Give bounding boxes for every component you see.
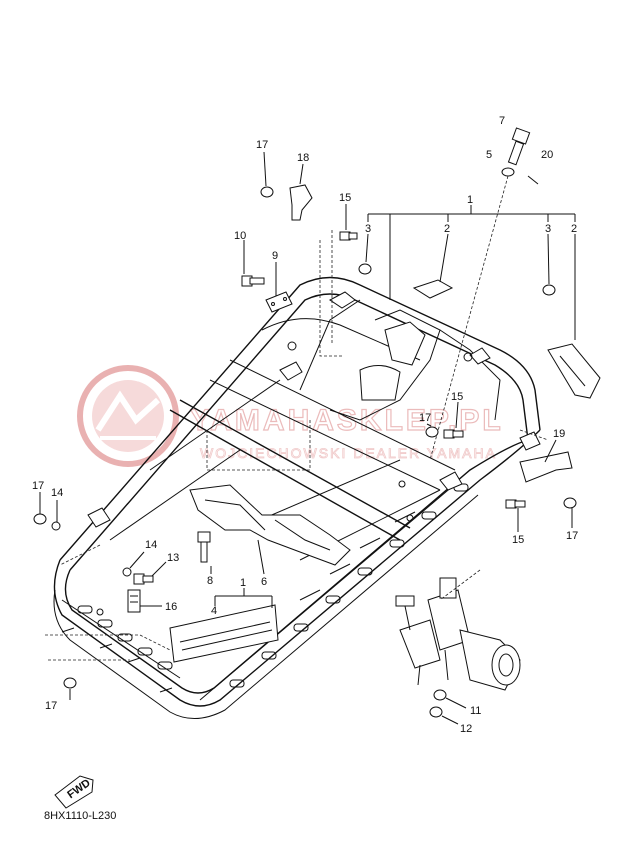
callout-4: 4 xyxy=(211,605,217,617)
part-2-pad-a xyxy=(412,279,454,299)
callout-1: 1 xyxy=(240,577,246,589)
callout-15: 15 xyxy=(451,391,463,403)
callout-17: 17 xyxy=(419,412,431,424)
part-8-bolt xyxy=(197,531,211,563)
callout-2: 2 xyxy=(444,223,450,235)
callout-labels: 1 2 2 3 3 5 7 20 17 18 15 10 9 17 15 19 … xyxy=(32,115,578,735)
part-12-nut xyxy=(429,706,443,718)
part-20-clip xyxy=(527,175,539,185)
callout-5: 5 xyxy=(486,149,492,161)
part-14-washer-b xyxy=(122,567,132,577)
frame-studs xyxy=(61,627,173,693)
part-17-nut-top xyxy=(260,186,274,198)
callout-17: 17 xyxy=(566,530,578,542)
callout-18: 18 xyxy=(297,152,309,164)
callout-3: 3 xyxy=(545,223,551,235)
dealer-watermark: YAMAHASKLEP.PL WOJCIECHOWSKI DEALER YAMA… xyxy=(77,365,501,467)
part-4-plate xyxy=(169,604,279,663)
watermark-line2: WOJCIECHOWSKI DEALER YAMAHA xyxy=(200,445,497,461)
steering-motor-assembly xyxy=(395,577,521,691)
callout-17: 17 xyxy=(45,700,57,712)
callout-13: 13 xyxy=(167,552,179,564)
callout-19: 19 xyxy=(553,428,565,440)
callout-15: 15 xyxy=(512,534,524,546)
fwd-arrow-icon: FWD xyxy=(54,775,94,809)
part-14-washer-a xyxy=(51,521,61,531)
part-10-bolt xyxy=(241,275,265,287)
callout-11: 11 xyxy=(470,705,481,717)
part-9-plate xyxy=(265,291,293,313)
callout-17: 17 xyxy=(32,480,44,492)
part-17-nut-mid xyxy=(425,426,439,438)
part-13-bolt xyxy=(133,573,154,585)
part-17-nut-bottom xyxy=(63,677,77,689)
callout-8: 8 xyxy=(207,575,213,587)
callout-6: 6 xyxy=(261,576,267,588)
part-15-bolt-low xyxy=(505,499,526,509)
callout-12: 12 xyxy=(460,723,472,735)
frame-assembly xyxy=(53,276,541,719)
frame-rail-left xyxy=(59,276,541,561)
part-6-shield xyxy=(189,484,351,566)
callout-14: 14 xyxy=(51,487,63,499)
frame-side-holes xyxy=(77,483,469,688)
callout-9: 9 xyxy=(272,250,278,262)
part-3-cap-b xyxy=(542,284,556,296)
part-19-bracket xyxy=(519,451,573,483)
part-17-nut-right xyxy=(563,497,577,509)
part-18-bracket xyxy=(289,184,313,221)
part-11-washer xyxy=(433,689,447,701)
part-5-nut xyxy=(501,167,515,177)
part-3-cap-a xyxy=(358,263,372,275)
callout-15: 15 xyxy=(339,192,351,204)
part-15-bolt-top xyxy=(339,231,358,241)
part-2-pad-b xyxy=(547,343,601,399)
callout-20: 20 xyxy=(541,149,553,161)
diagram-code: 8HX1110-L230 xyxy=(44,810,117,822)
callout-10: 10 xyxy=(234,230,246,242)
callout-2: 2 xyxy=(571,223,577,235)
callout-17: 17 xyxy=(256,139,268,151)
leader-lines xyxy=(39,151,576,725)
part-7-bolt xyxy=(507,127,531,166)
callout-14: 14 xyxy=(145,539,157,551)
callout-3: 3 xyxy=(365,223,371,235)
callout-7: 7 xyxy=(499,115,505,127)
part-16-bracket xyxy=(127,589,141,613)
callout-1: 1 xyxy=(467,194,473,206)
part-15-bolt-mid xyxy=(443,429,464,439)
watermark-logo-icon xyxy=(77,365,179,467)
callout-16: 16 xyxy=(165,601,177,613)
part-17-nut-left xyxy=(33,513,47,525)
